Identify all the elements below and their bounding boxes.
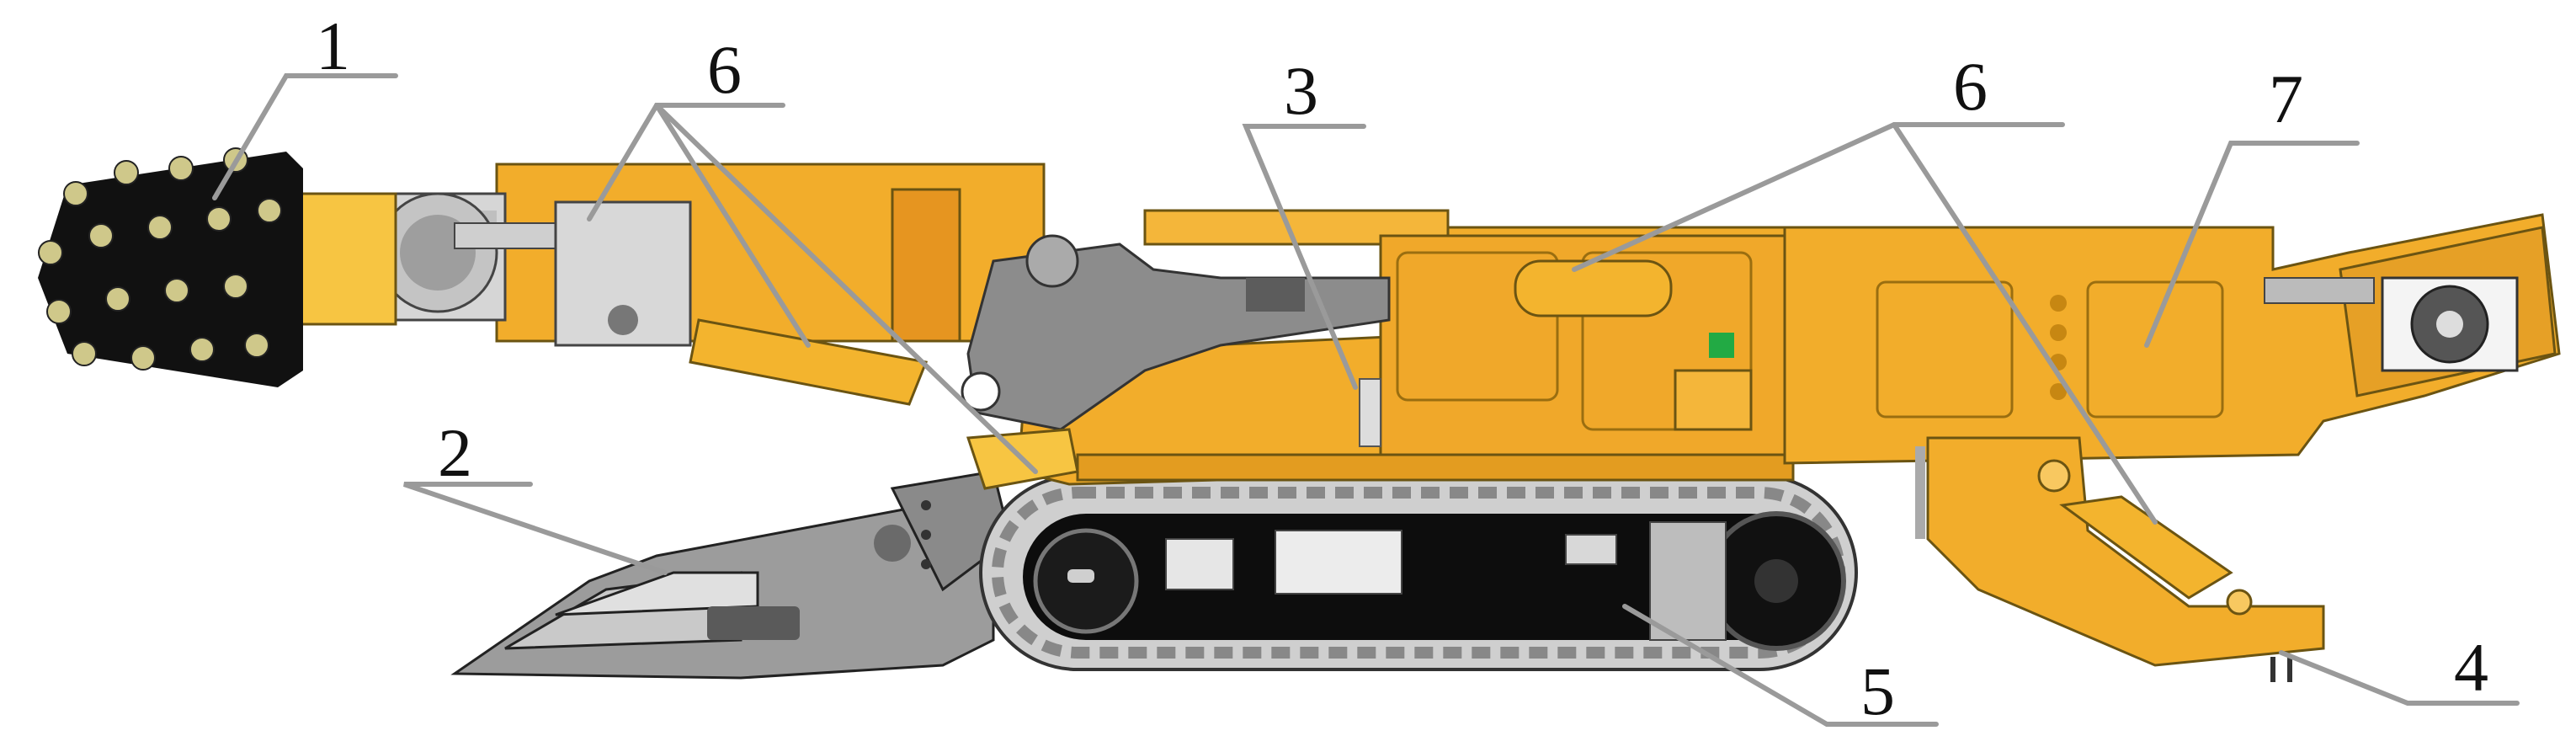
leader-lines	[212, 73, 2520, 727]
callout-1: 1	[316, 8, 350, 84]
callout-6-right: 6	[1953, 48, 1988, 125]
callout-4: 4	[2454, 629, 2488, 706]
callout-6-left: 6	[707, 31, 742, 108]
callout-5: 5	[1860, 653, 1895, 729]
rear-section	[1783, 213, 2561, 465]
callout-3: 3	[1284, 52, 1318, 129]
rear-stabilizer	[1915, 436, 2325, 682]
callout-7: 7	[2269, 61, 2303, 137]
callout-2: 2	[438, 414, 472, 491]
hydraulic-cylinders	[689, 259, 2233, 600]
cutter-head	[38, 147, 303, 387]
crawler-track	[979, 474, 1858, 671]
boom-link-arm	[961, 234, 1391, 431]
cutting-boom	[293, 163, 1046, 347]
loading-apron	[450, 470, 1012, 680]
